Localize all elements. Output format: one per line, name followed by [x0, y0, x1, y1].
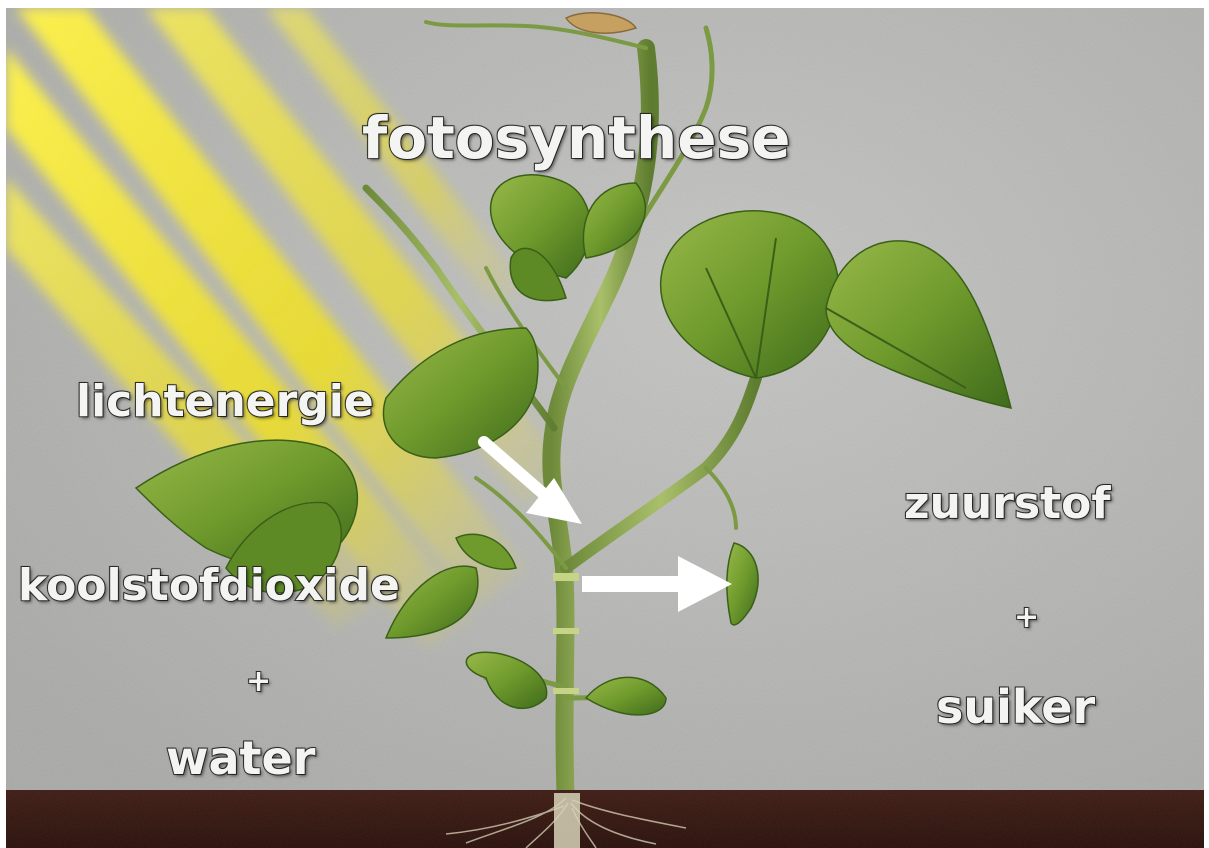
- carbon-dioxide-label: koolstofdioxide: [18, 560, 400, 611]
- water-label: water: [166, 731, 315, 785]
- output-plus-sign: +: [1014, 600, 1039, 635]
- input-plus-sign: +: [246, 664, 271, 699]
- diagram-title: fotosynthese: [362, 104, 791, 172]
- stem-base: [554, 793, 580, 848]
- oxygen-label: zuurstof: [904, 478, 1111, 529]
- sugar-label: suiker: [936, 680, 1095, 734]
- light-energy-label: lichtenergie: [76, 376, 374, 427]
- photosynthesis-diagram: fotosynthese lichtenergie koolstofdioxid…: [6, 8, 1204, 848]
- soil: [6, 790, 1204, 848]
